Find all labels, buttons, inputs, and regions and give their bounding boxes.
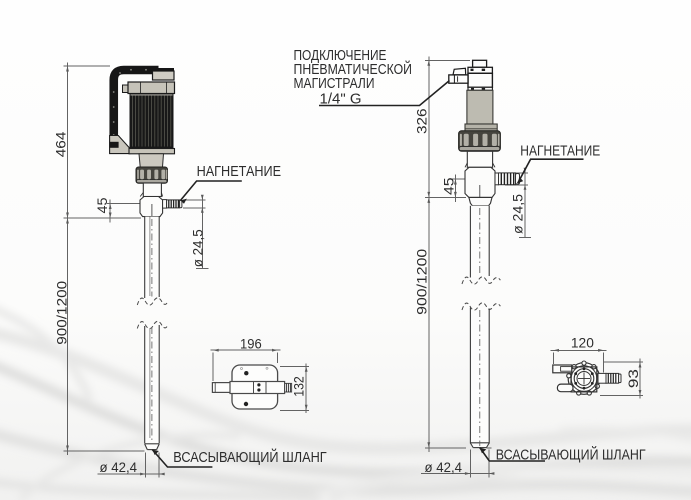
- svg-text:1/4" G: 1/4" G: [320, 91, 362, 107]
- svg-text:ø 24,5: ø 24,5: [510, 194, 526, 234]
- svg-text:120: 120: [571, 334, 594, 350]
- svg-text:ø 42,4: ø 42,4: [425, 459, 463, 475]
- svg-text:900/1200: 900/1200: [414, 249, 430, 315]
- svg-text:132: 132: [290, 376, 306, 397]
- svg-text:196: 196: [240, 336, 262, 352]
- svg-text:464: 464: [52, 131, 68, 157]
- svg-text:ПОДКЛЮЧЕНИЕ: ПОДКЛЮЧЕНИЕ: [294, 48, 387, 64]
- svg-text:НАГНЕТАНИЕ: НАГНЕТАНИЕ: [520, 144, 600, 160]
- svg-text:45: 45: [94, 197, 110, 213]
- svg-text:900/1200: 900/1200: [54, 281, 70, 345]
- svg-text:НАГНЕТАНИЕ: НАГНЕТАНИЕ: [197, 163, 282, 180]
- svg-text:326: 326: [414, 108, 430, 134]
- svg-text:ø 24,5: ø 24,5: [190, 229, 206, 267]
- svg-text:ø 42,4: ø 42,4: [100, 459, 138, 475]
- svg-text:93: 93: [625, 369, 641, 388]
- svg-text:МАГИСТРАЛИ: МАГИСТРАЛИ: [294, 76, 375, 92]
- svg-text:ПНЕВМАТИЧЕСКОЙ: ПНЕВМАТИЧЕСКОЙ: [294, 60, 413, 78]
- svg-text:ВСАСЫВАЮЩИЙ ШЛАНГ: ВСАСЫВАЮЩИЙ ШЛАНГ: [173, 448, 326, 466]
- svg-text:45: 45: [440, 177, 456, 195]
- svg-text:ВСАСЫВАЮЩИЙ ШЛАНГ: ВСАСЫВАЮЩИЙ ШЛАНГ: [496, 446, 646, 464]
